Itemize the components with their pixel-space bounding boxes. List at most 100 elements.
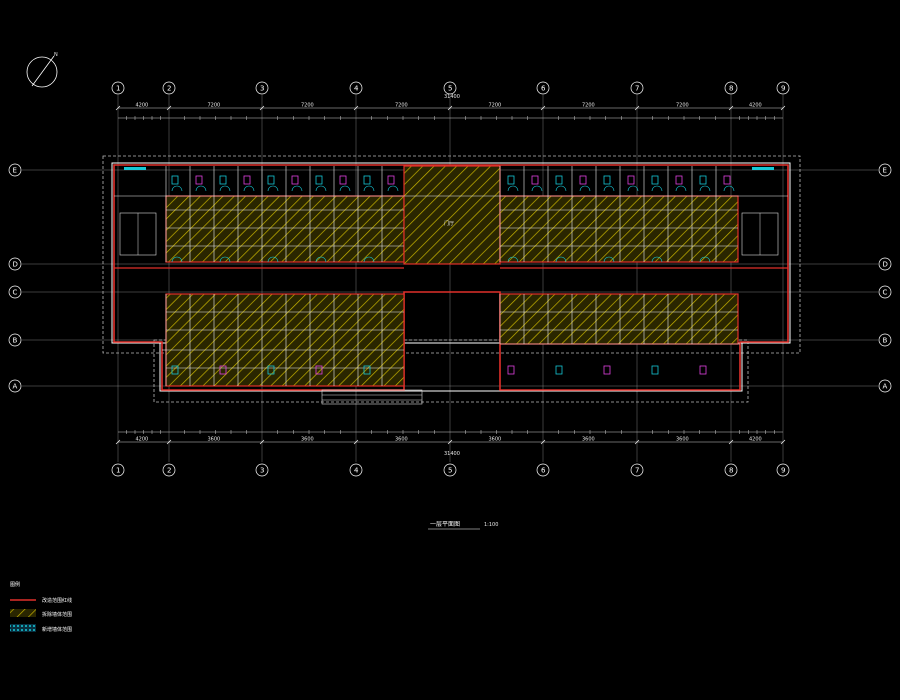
grid-col-bubble-top: [776, 81, 790, 95]
grid-col-bubble-top: [536, 81, 550, 95]
dimension-text: 4200: [136, 437, 149, 443]
dimension-tick: [166, 439, 172, 445]
fixture-mark: [651, 175, 659, 185]
door-swing: [675, 185, 687, 192]
door-swing: [171, 185, 183, 192]
grid-col-bubble-top: [162, 81, 176, 95]
grid-col-label: 7: [635, 467, 639, 475]
dimension-tick: [447, 439, 453, 445]
legend-swatch-hatch-cyan: [10, 624, 36, 632]
dimension-tick: [115, 105, 121, 111]
fixture-mark: [267, 175, 275, 185]
grid-row-label: D: [13, 261, 18, 269]
grid-col-bubble-bottom: [630, 463, 644, 477]
dimension-text: 7200: [395, 103, 408, 109]
grid-col-bubble-top: [255, 81, 269, 95]
grid-row-bubble-left: [8, 163, 22, 177]
fixture-mark: [627, 175, 635, 185]
dimension-tick: [259, 439, 265, 445]
grid-col-label: 5: [448, 85, 452, 93]
grid-col-label: 1: [116, 467, 120, 475]
grid-col-label: 4: [354, 467, 359, 475]
dimension-text: 7200: [208, 103, 221, 109]
door-swing: [291, 185, 303, 192]
grid-col-bubble-bottom: [349, 463, 363, 477]
door-swing: [339, 185, 351, 192]
grid-col-label: 1: [116, 85, 120, 93]
door-swing: [315, 256, 327, 263]
fixture-mark: [219, 365, 227, 375]
dimension-tick: [728, 439, 734, 445]
grid-row-label: E: [13, 167, 17, 175]
grid-row-label: B: [13, 337, 18, 345]
fixture-mark: [315, 175, 323, 185]
renovation-red-line: [113, 164, 789, 391]
grid-col-bubble-bottom: [776, 463, 790, 477]
fixture-mark: [555, 175, 563, 185]
grid-col-bubble-top: [349, 81, 363, 95]
door-swing: [651, 256, 663, 263]
door-swing: [603, 256, 615, 263]
door-swing: [651, 185, 663, 192]
grid-col-bubble-top: [724, 81, 738, 95]
door-swing: [363, 185, 375, 192]
dimension-tick: [353, 439, 359, 445]
grid-col-label: 7: [635, 85, 639, 93]
grid-col-bubble-top: [443, 81, 457, 95]
grid-row-label: A: [13, 383, 18, 391]
fixture-mark: [363, 175, 371, 185]
drawing-title: 一层平面图: [430, 521, 460, 528]
fixture-mark: [171, 175, 179, 185]
fixture-mark: [699, 175, 707, 185]
fixture-mark: [195, 175, 203, 185]
fixture-mark: [723, 175, 731, 185]
fixture-mark: [363, 365, 371, 375]
door-swing: [219, 185, 231, 192]
grid-col-bubble-top: [111, 81, 125, 95]
legend-item-1: 拆除墙体范围: [42, 611, 72, 618]
grid-row-bubble-right: [878, 285, 892, 299]
drawing-scale: 1:100: [484, 522, 498, 528]
door-swing: [315, 185, 327, 192]
door-swing: [699, 185, 711, 192]
new-wall-marks: [124, 167, 774, 170]
door-swing: [267, 256, 279, 263]
total-dimension-bottom: 31400: [444, 451, 460, 457]
grid-row-bubble-right: [878, 379, 892, 393]
door-swing: [195, 185, 207, 192]
dimension-tick: [780, 439, 786, 445]
fixture-mark: [651, 365, 659, 375]
fixture-mark: [579, 175, 587, 185]
grid-col-bubble-top: [630, 81, 644, 95]
grid-col-bubble-bottom: [443, 463, 457, 477]
fixture-mark: [315, 365, 323, 375]
door-swing: [627, 185, 639, 192]
grid-col-label: 9: [781, 85, 785, 93]
dimension-text: 7200: [489, 103, 502, 109]
drawing-title-block: 一层平面图 1:100: [428, 521, 498, 530]
legend: 图例 改造范围红线 拆除墙体范围 新增墙体范围: [10, 581, 72, 633]
toilet-fixtures: [171, 175, 735, 375]
grid-row-bubble-left: [8, 333, 22, 347]
grid-row-bubble-right: [878, 333, 892, 347]
grid-row-bubble-left: [8, 285, 22, 299]
grid-row-label: E: [883, 167, 887, 175]
grid-row-label: A: [883, 383, 888, 391]
total-dimension-top: 31400: [444, 94, 460, 100]
dimension-text: 4200: [749, 437, 762, 443]
door-swing: [267, 185, 279, 192]
door-swing: [723, 185, 735, 192]
fixture-mark: [507, 365, 515, 375]
grid-col-label: 2: [167, 467, 171, 475]
dimension-tick: [540, 439, 546, 445]
zone-se: [499, 293, 739, 345]
grid-row-bubble-right: [878, 163, 892, 177]
grid-col-bubble-bottom: [255, 463, 269, 477]
dimension-text: 7200: [676, 103, 689, 109]
dimension-tick: [447, 105, 453, 111]
fixture-mark: [291, 175, 299, 185]
